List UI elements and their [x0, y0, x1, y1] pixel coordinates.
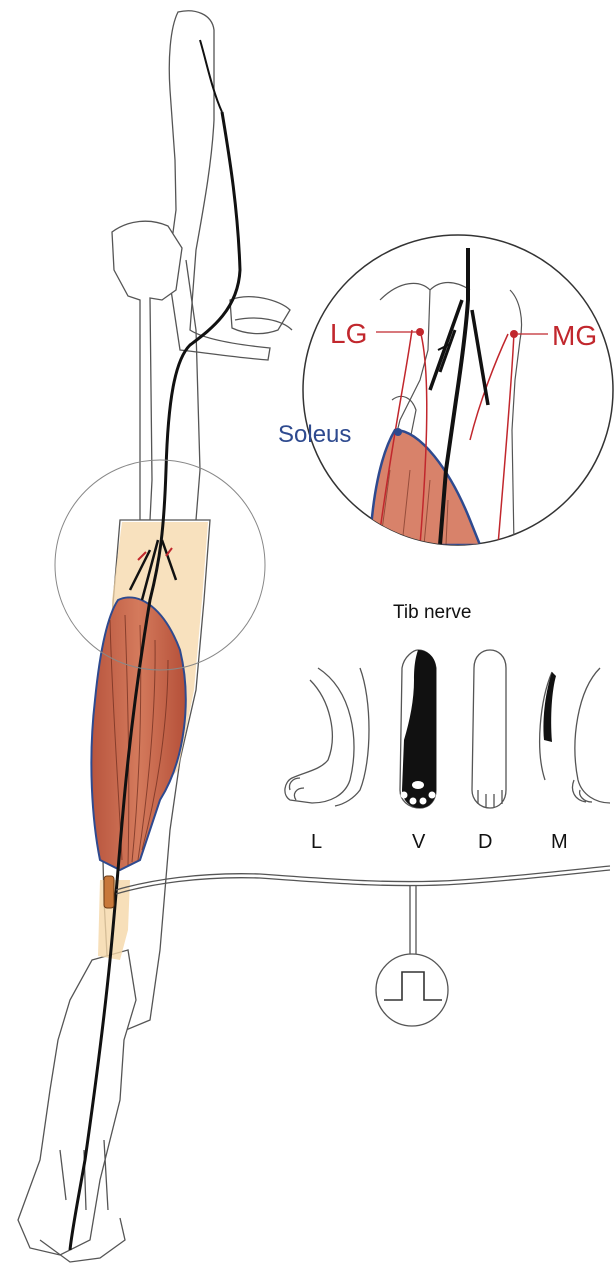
paw-label-d: D: [478, 831, 492, 853]
paw-lateral: [285, 668, 369, 806]
paw-medial: [540, 668, 610, 803]
zoom-inset: [303, 235, 613, 545]
stimulator-wire: [116, 866, 610, 958]
paw-label-l: L: [311, 831, 322, 853]
label-lg: LG: [330, 318, 367, 349]
paw-dorsal: [472, 650, 506, 808]
panel-title-tib-nerve: Tib nerve: [393, 602, 472, 623]
calf-muscle: [91, 597, 185, 870]
paw-ventral: [400, 650, 436, 808]
paw-label-m: M: [551, 831, 568, 853]
paw-label-v: V: [412, 831, 426, 853]
label-soleus: Soleus: [278, 421, 351, 448]
stimulator-pulse-icon: [376, 954, 448, 1026]
nerve-cuff: [104, 876, 114, 908]
label-mg: MG: [552, 320, 597, 351]
